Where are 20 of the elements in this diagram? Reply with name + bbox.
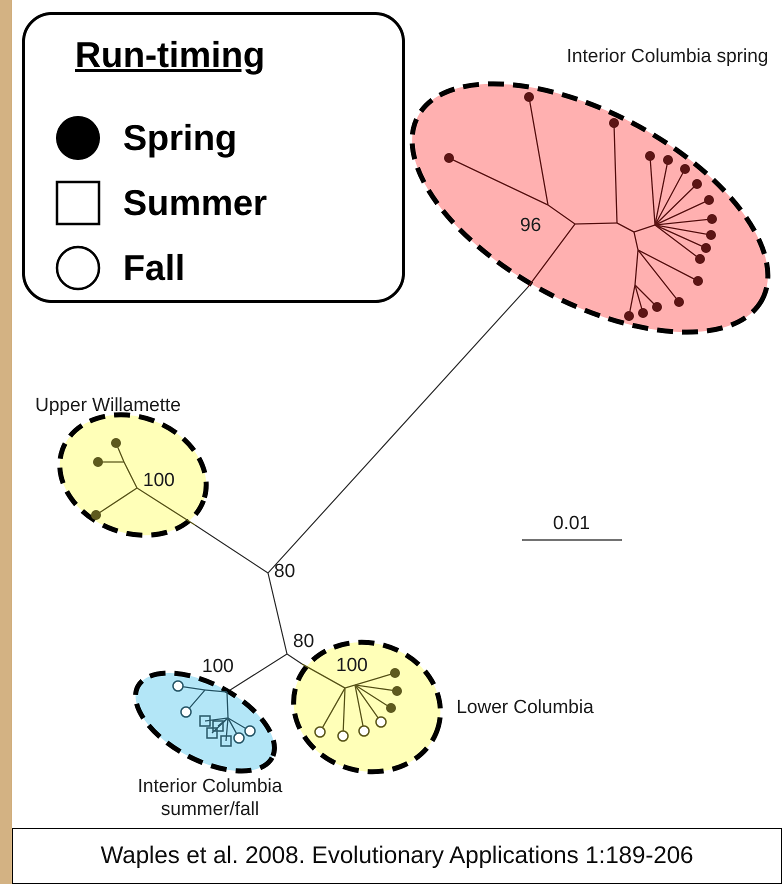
bootstrap-value: 100 bbox=[143, 469, 175, 492]
tree-branch bbox=[267, 572, 288, 654]
bootstrap-value: 80 bbox=[293, 630, 314, 653]
legend-heading: Run-timing bbox=[75, 33, 265, 77]
scale-label: 0.01 bbox=[553, 512, 590, 535]
bootstrap-value: 96 bbox=[520, 214, 542, 237]
legend-text: Spring bbox=[123, 116, 237, 160]
bootstrap-value: 100 bbox=[336, 654, 368, 677]
tree-branch bbox=[268, 286, 528, 574]
tree-branch bbox=[194, 524, 268, 574]
cluster-label: Upper Willamette bbox=[34, 394, 182, 417]
caption: Waples et al. 2008. Evolutionary Applications 1:189-206 bbox=[12, 828, 782, 884]
legend-text: Fall bbox=[123, 246, 186, 290]
bootstrap-value: 100 bbox=[202, 655, 234, 678]
tree-branch bbox=[286, 654, 302, 664]
cluster-label: Interior Columbia spring bbox=[566, 45, 770, 68]
legend-text: Summer bbox=[123, 181, 268, 225]
bootstrap-value: 80 bbox=[274, 560, 296, 583]
cluster-label: Lower Columbia bbox=[455, 696, 595, 719]
cluster-label: Interior Columbia summer/fall bbox=[136, 775, 284, 821]
